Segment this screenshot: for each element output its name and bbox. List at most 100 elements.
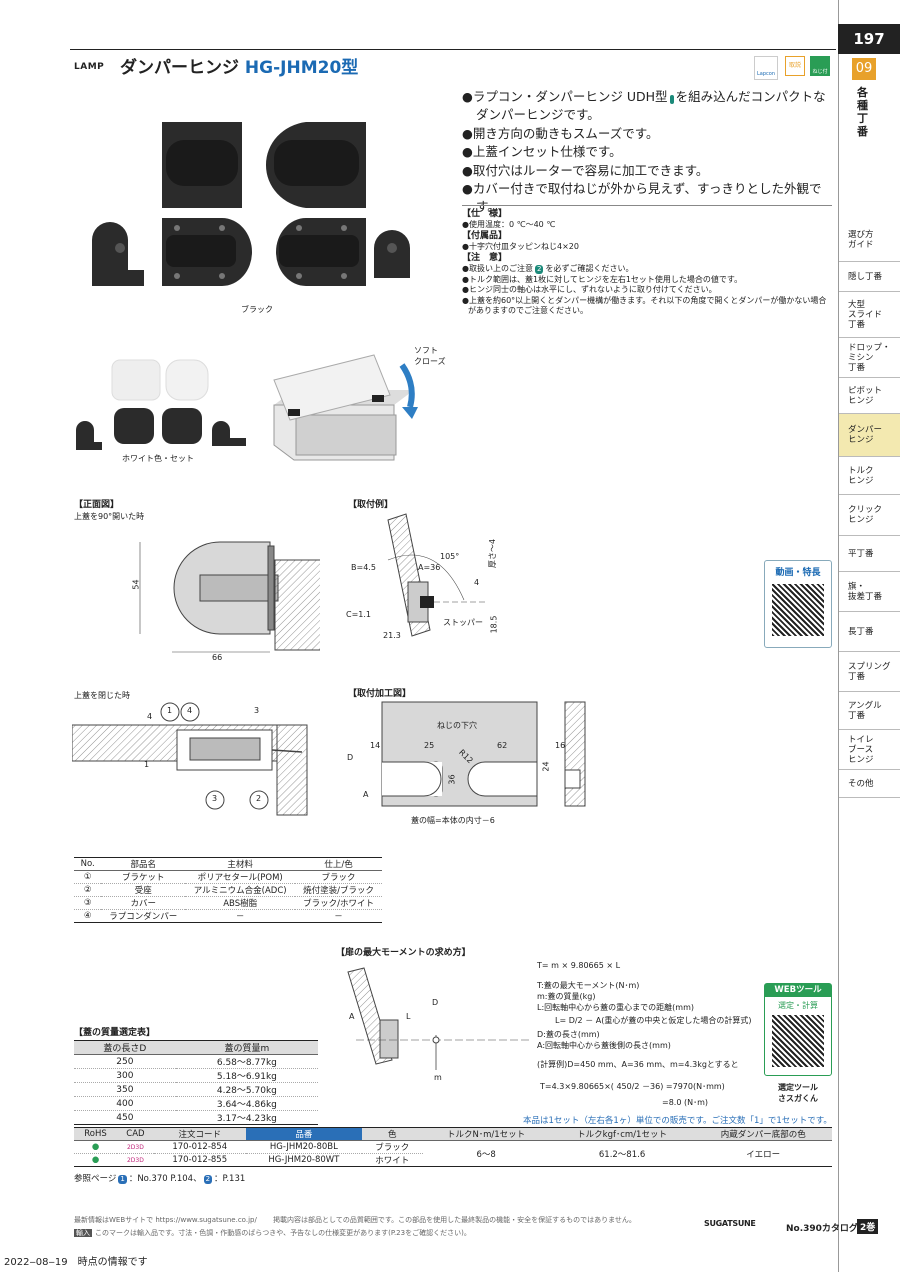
mass-table-heading: 【蓋の質量選定表】 — [74, 1028, 156, 1038]
sidebar-item[interactable]: クリック ヒンジ — [839, 495, 900, 536]
cad-link[interactable]: 2D3D — [117, 1140, 154, 1154]
caption-white-set: ホワイト色・セット — [122, 454, 194, 463]
mount-example-heading: 【取付例】 — [348, 500, 394, 510]
screw-included-icon: ねじ付 — [810, 56, 830, 76]
sidebar-item[interactable]: スプリング 丁番 — [839, 652, 900, 692]
callout-3: 3 — [212, 794, 218, 803]
dim-36: 36 — [447, 774, 457, 785]
callout-1-bottom: 1 — [144, 760, 150, 769]
column-header: 蓋の質量m — [175, 1040, 318, 1055]
column-header: 注文コード — [153, 1127, 246, 1141]
sidebar-item[interactable]: ドロップ・ ミシン 丁番 — [839, 338, 900, 378]
dim-16: 16 — [555, 741, 566, 750]
column-header: CAD — [117, 1127, 154, 1141]
dim-4: 4 — [474, 578, 480, 587]
sidebar-item[interactable]: 隠し丁番 — [839, 262, 900, 292]
feature-item: ●取付穴はルーターで容易に加工できます。 — [462, 162, 709, 178]
manual-icon: 取説 — [785, 56, 805, 76]
web-tool-caption: 選定ツールさスガくん — [778, 1083, 818, 1103]
sidebar-item[interactable]: ピボット ヒンジ — [839, 378, 900, 414]
chapter-number: 09 — [852, 58, 876, 80]
formula-l-calc: L= D/2 － A(重心が蓋の中央と仮定した場合の計算式) — [555, 1016, 752, 1025]
callout-2: 2 — [256, 794, 262, 803]
column-header: 色 — [362, 1127, 423, 1141]
column-header: 仕上/色 — [295, 857, 382, 871]
moment-label-d: D — [432, 998, 439, 1007]
sidebar-item[interactable]: 平丁番 — [839, 536, 900, 572]
header-rule — [70, 49, 836, 50]
formula-l: L:回転軸中心から蓋の重心までの距離(mm) — [537, 1003, 694, 1012]
video-qr-card[interactable]: 動画・特長 — [764, 560, 832, 648]
moment-label-l: L — [406, 1012, 411, 1021]
moment-heading: 【扉の最大モーメントの求め方】 — [336, 948, 471, 958]
sidebar-item[interactable]: ダンパー ヒンジ — [839, 414, 900, 457]
title-jp: ダンパーヒンジ — [120, 58, 245, 78]
label-screw-hole: ねじの下穴 — [437, 721, 477, 730]
web-tool-header: WEBツール — [765, 984, 831, 997]
dim-62: 62 — [497, 741, 508, 750]
formula-example: (計算例)D=450 mm、A=36 mm、m=4.3kgとすると — [537, 1060, 739, 1069]
web-tool-card[interactable]: WEBツール 選定・計算 — [764, 983, 832, 1076]
sidebar-item[interactable]: その他 — [839, 770, 900, 798]
sidebar-item[interactable]: 長丁番 — [839, 612, 900, 652]
sidebar-item[interactable]: 大型 スライド 丁番 — [839, 292, 900, 338]
dim-14: 14 — [370, 741, 381, 750]
closed-view-sub: 上蓋を閉じた時 — [74, 691, 130, 700]
footer-notes: 最新情報はWEBサイトで https://www.sugatsune.co.jp… — [74, 1216, 636, 1237]
feature-item: ●カバー付きで取付ねじが外から見えず、すっきりとした外観です。 — [462, 181, 822, 215]
sidebar-item[interactable]: トイレ ブース ヒンジ — [839, 730, 900, 770]
dim-66: 66 — [212, 653, 223, 662]
label-stopper: ストッパー — [443, 618, 483, 627]
volume-badge: 2巻 — [857, 1219, 879, 1234]
formula-d: D:蓋の長さ(mm) — [537, 1030, 600, 1039]
formula-example-t: T=4.3×9.80665×( 450/2 －36) =7970(N･mm) — [540, 1082, 725, 1091]
dim-thickness: 厚さ～4 — [488, 538, 498, 569]
chapter-sidebar — [838, 0, 900, 1272]
column-header: 部品名 — [101, 857, 186, 871]
lapcon-icon: Lapcon — [754, 56, 778, 80]
moment-label-m: m — [434, 1073, 442, 1082]
sales-note: 本品は1セット（左右各1ヶ）単位での販売です。ご注文数「1」で1セットです。 — [523, 1116, 832, 1126]
callout-1: 1 — [167, 706, 173, 715]
dim-a-proc: A — [363, 790, 369, 799]
import-mark: 輸入 — [74, 1229, 92, 1237]
sidebar-item[interactable]: 選び方 ガイド — [839, 218, 900, 262]
dim-3: 3 — [254, 706, 260, 715]
video-qr-code — [772, 584, 824, 636]
web-tool-qr-code — [772, 1015, 824, 1067]
cad-link[interactable]: 2D3D — [117, 1153, 154, 1167]
caption-black: ブラック — [241, 305, 273, 314]
dim-d: D — [347, 753, 354, 762]
column-header: 内蔵ダンパー底部の色 — [694, 1127, 832, 1141]
video-label: 動画・特長 — [775, 568, 821, 578]
formula-main: T= m × 9.80665 × L — [537, 961, 621, 970]
column-header: トルクN･m/1セット — [422, 1127, 550, 1141]
sidebar-item[interactable]: 旗・ 抜差丁番 — [839, 572, 900, 612]
spec-block: 【仕 様】 ●使用温度：0 ℃～40 ℃ 【付属品】 ●十字穴付皿タッピンねじ4… — [462, 205, 832, 317]
info-date: 2022‒08‒19 時点の情報です — [4, 1257, 148, 1268]
sidebar-item[interactable]: アングル 丁番 — [839, 692, 900, 730]
column-header: No. — [74, 857, 102, 871]
product-photos — [76, 122, 418, 461]
moment-drawing — [347, 967, 531, 1070]
sidebar-item[interactable]: トルク ヒンジ — [839, 457, 900, 495]
chapter-name: 各種丁番 — [857, 86, 868, 138]
formula-a: A:回転軸中心から蓋後側の長さ(mm) — [537, 1041, 671, 1050]
label-lid-width: 蓋の幅=本体の内寸－6 — [411, 816, 495, 825]
dim-185: 18.5 — [489, 615, 499, 634]
front-view-heading: 【正面図】 — [74, 500, 120, 510]
dim-b: B=4.5 — [351, 563, 376, 572]
caption-soft-close: ソフトクローズ — [414, 346, 446, 366]
